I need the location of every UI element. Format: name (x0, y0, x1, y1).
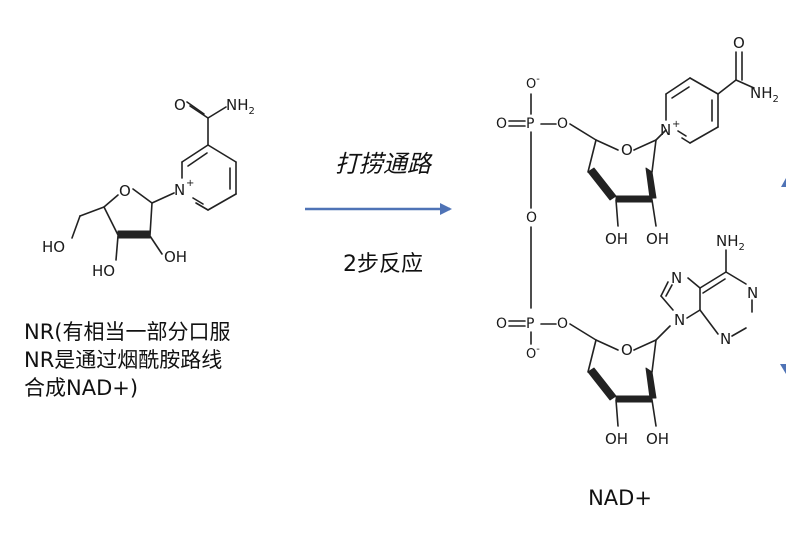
nad-pyridinium-charge: + (672, 119, 680, 130)
nad-p2-o-ester-label: O (557, 316, 568, 332)
nad-p2-label: P (526, 316, 534, 332)
nad-ribose2-bold-right (645, 367, 657, 399)
nad-ribose1-bold-right (645, 167, 657, 199)
nad-structure: O NH2 N + O- O P O O O P O O- (496, 34, 779, 448)
nad-ribose1-oh-right-label: OH (646, 230, 669, 248)
nad-pyridinium-ring (665, 77, 719, 144)
nr-pyridine-ring (181, 144, 237, 211)
nad-adenine-n9-label: N (674, 311, 685, 329)
nad-lower-phosphate: O P O O- (496, 316, 568, 362)
nad-adenine-n1-label: N (747, 284, 758, 302)
arrow-label-two-steps: 2步反应 (343, 252, 423, 277)
nad-amide-group: O NH2 (717, 34, 779, 105)
nad-upper-phosphate: O- O P O (496, 74, 568, 132)
nad-ribose1-bold-bottom (615, 195, 653, 203)
nr-amide-group: O NH2 (174, 96, 255, 146)
nr-amide-o-label: O (174, 96, 186, 114)
nad-ribose2-bold-bottom (615, 395, 653, 403)
nad-ribose1-o-label: O (621, 141, 633, 159)
nr-ho-5prime-label: HO (42, 238, 65, 256)
nr-caption: NR(有相当一部分口服 NR是通过烟酰胺路线 合成NAD+) (24, 318, 314, 402)
arrow-label-salvage-pathway: 打捞通路 (335, 150, 431, 178)
reaction-arrow (305, 203, 452, 215)
nr-caption-line: NR(有相当一部分口服 (24, 320, 231, 344)
nad-adenine-nh2-label: NH2 (716, 232, 745, 253)
nad-ribose2-oh-left-label: OH (605, 430, 628, 448)
nr-ho-3prime-label: HO (92, 262, 115, 280)
nad-ribose2-o-label: O (621, 341, 633, 359)
nr-ring-n-charge: + (186, 178, 194, 189)
nad-ribose1-oh-left-label: OH (605, 230, 628, 248)
edge-arrow-fragment-bottom (780, 364, 786, 374)
nr-caption-line: 合成NAD+) (24, 376, 139, 400)
nad-lower-ribose: O OH OH (569, 323, 671, 448)
nad-amide-o-label: O (733, 34, 745, 52)
nr-structure: O NH2 N + O HO HO OH (42, 96, 255, 280)
nad-amide-n-label: NH2 (750, 84, 779, 105)
nad-upper-ribose: O OH OH (569, 123, 669, 248)
nad-p1-label: P (526, 116, 534, 132)
edge-arrow-fragment-top (781, 178, 786, 187)
nad-p1-o-ester-label: O (557, 116, 568, 132)
nad-p2-o-double-label: O (496, 316, 507, 332)
nr-oh-2prime-label: OH (164, 248, 187, 266)
nad-p1-o-double-label: O (496, 116, 507, 132)
nr-ribose-bold-bond (117, 230, 151, 239)
nad-bridge-o-label: O (526, 210, 537, 226)
nad-caption: NAD+ (588, 486, 652, 510)
nad-ribose2-bold-left (587, 367, 617, 401)
nad-p1-o-minus-label: O- (526, 74, 540, 92)
reaction-arrow-head (440, 203, 452, 215)
nad-adenine-n7-label: N (671, 269, 682, 287)
nr-ribose-ring (71, 188, 175, 261)
nr-caption-line: NR是通过烟酰胺路线 (24, 348, 223, 372)
nr-ring-n-label: N (174, 181, 185, 199)
nr-amide-n-label: NH2 (226, 96, 255, 117)
nad-p2-o-minus-label: O- (526, 344, 540, 362)
nad-adenine: N N N N NH2 (660, 232, 758, 348)
nad-adenine-n3-label: N (720, 330, 731, 348)
nr-ring-o-label: O (119, 182, 131, 200)
nad-ribose2-oh-right-label: OH (646, 430, 669, 448)
nad-ribose1-bold-left (587, 167, 617, 201)
